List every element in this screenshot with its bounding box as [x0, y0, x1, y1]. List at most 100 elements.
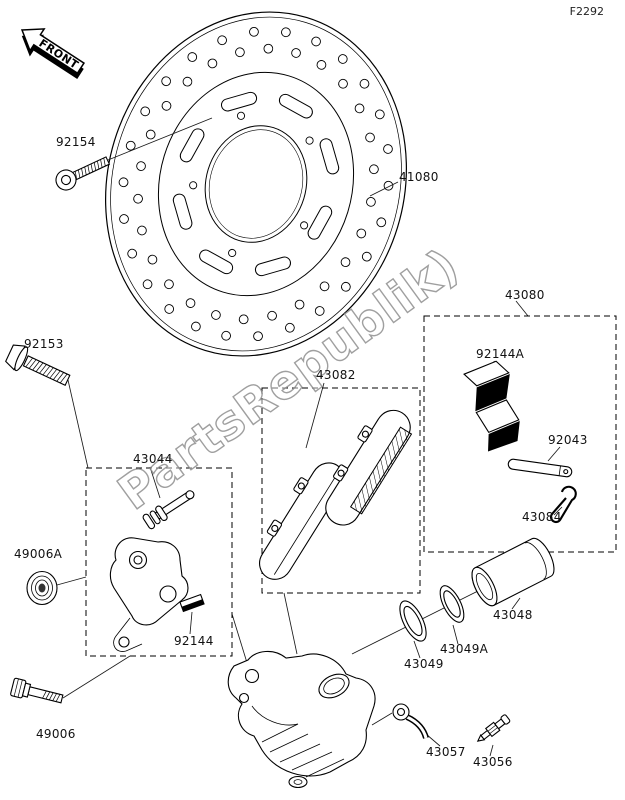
disc-hole: [147, 254, 158, 265]
disc-hole: [359, 78, 370, 89]
piston-seal: [399, 600, 427, 642]
slide-pin-bolt: [10, 677, 64, 704]
disc-hole: [253, 331, 263, 342]
bolt-threads: [74, 157, 106, 180]
disc-hole: [119, 214, 129, 224]
thread-line: [52, 693, 57, 701]
front-arrow-shape: [20, 28, 86, 75]
disc-hole: [140, 106, 151, 117]
disc-hole: [185, 298, 196, 308]
disc-hole: [281, 27, 291, 38]
disc-hole: [285, 322, 295, 333]
thread-line: [84, 166, 87, 176]
thread-line: [42, 690, 47, 699]
disc-hub-bolt-holes: [189, 111, 314, 258]
disc-hole: [211, 310, 221, 320]
thread-line: [56, 372, 64, 382]
brake-pad-inner: [325, 409, 413, 526]
pads-assembly-box: [261, 387, 421, 594]
part-label-caliper-assy: 43080: [505, 288, 545, 302]
pin-clip: [549, 485, 577, 524]
part-label-slide-pin: 49006: [36, 727, 76, 741]
part-label-hose-grommet: 43057: [426, 745, 466, 759]
part-label-bracket: 43044: [133, 452, 173, 466]
thread-line: [55, 694, 61, 702]
disc-hole: [369, 164, 379, 175]
page-code: F2292: [570, 5, 604, 18]
disc-hole: [365, 132, 375, 143]
part-label-pad-clip: 92144: [174, 634, 214, 648]
disc-slot: [254, 256, 291, 277]
disc-hole: [217, 35, 227, 46]
disc-hole: [133, 193, 143, 204]
disc-slot: [278, 93, 313, 119]
disc-hole: [341, 281, 351, 292]
disc-hole: [305, 136, 314, 145]
disc-slots: [172, 91, 340, 277]
disc-hole: [354, 103, 365, 114]
thread-line: [100, 159, 103, 168]
part-label-piston-seal: 43049: [404, 657, 444, 671]
part-label-bleeder: 43056: [473, 755, 513, 769]
thread-line: [48, 692, 54, 701]
thread-line: [25, 357, 33, 368]
thread-line: [45, 691, 51, 700]
bolt-threads: [25, 357, 68, 384]
disc-hole: [311, 36, 321, 47]
disc-hole: [235, 47, 245, 58]
part-label-pad-spring: 92144A: [476, 347, 525, 361]
disc-hole: [189, 181, 198, 190]
pin-boot: [26, 570, 58, 606]
part-labels: 92154 41080 92153 43044 49006A 49006 921…: [14, 135, 587, 769]
part-label-piston: 43048: [493, 608, 533, 622]
thread-line: [42, 365, 51, 376]
disc-hole: [137, 225, 147, 236]
disc-slot: [221, 91, 258, 112]
brake-disc: [105, 11, 407, 357]
disc-hole: [300, 221, 309, 230]
disc-hole: [366, 197, 376, 207]
part-label-pin-clip: 43084: [522, 510, 562, 524]
disc-hole: [207, 58, 218, 69]
disc-hole: [249, 26, 259, 37]
disc-hole: [125, 140, 136, 151]
piston-bore: [318, 673, 350, 699]
disc-hole: [340, 257, 351, 268]
disc-hole: [164, 279, 174, 290]
dust-seal: [439, 585, 465, 623]
disc-slot: [319, 138, 340, 175]
pad-friction-material: [349, 426, 413, 515]
pad-pin: [507, 458, 573, 478]
disc-hole: [374, 109, 385, 120]
caliper-bracket: [109, 490, 195, 652]
disc-hole: [127, 248, 138, 259]
part-label-pads: 43082: [316, 368, 356, 382]
thread-line: [103, 157, 106, 167]
thread-line: [32, 361, 40, 371]
disc-hole: [136, 161, 146, 171]
thread-line: [53, 370, 61, 380]
thread-line: [28, 359, 37, 369]
disc-hole: [118, 177, 129, 188]
disc-hole: [383, 144, 393, 154]
disc-hole: [191, 321, 201, 332]
part-label-mount-bolt: 92153: [24, 337, 64, 351]
thread-line: [49, 369, 58, 379]
bleeder-valve: [476, 714, 511, 742]
part-label-pin-boot: 49006A: [14, 547, 63, 561]
disc-hole: [376, 217, 387, 228]
disc-hole: [356, 228, 367, 239]
disc-hole: [294, 299, 305, 310]
disc-hole: [291, 48, 301, 58]
disc-hole: [314, 306, 325, 316]
disc-hole: [319, 281, 330, 292]
disc-hole: [337, 54, 348, 64]
part-label-dust-seal: 43049A: [440, 642, 489, 656]
disc-hole: [221, 330, 231, 341]
disc-hole: [267, 310, 277, 321]
thread-line: [46, 367, 54, 377]
disc-hole: [164, 304, 175, 314]
bracket-assembly-box: [85, 467, 233, 657]
